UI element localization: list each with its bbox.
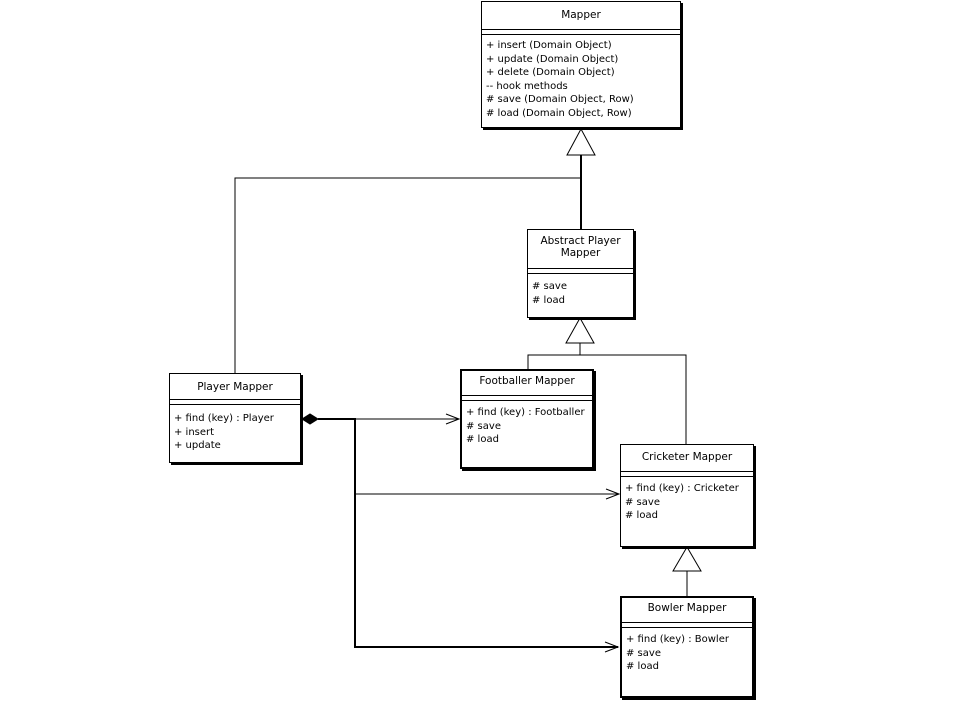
class-name: Footballer Mapper	[479, 375, 575, 387]
player-mapper-generalization	[234, 177, 581, 373]
attributes-compartment	[621, 471, 753, 477]
operation: + insert (Domain Object)	[486, 40, 612, 51]
class-cricketer-mapper[interactable]: Cricketer Mapper + find (key) : Crickete…	[620, 444, 754, 547]
class-player-mapper[interactable]: Player Mapper + find (key) : Player + in…	[169, 373, 301, 463]
attributes-compartment	[622, 622, 752, 628]
operation: # save	[532, 281, 567, 292]
operation: # save (Domain Object, Row)	[486, 94, 634, 105]
operations-compartment: + find (key) : Player + insert + update	[174, 412, 298, 453]
composition-diamond	[301, 413, 319, 425]
attributes-compartment	[482, 29, 680, 35]
operation: + find (key) : Cricketer	[625, 483, 739, 494]
operation: + insert	[174, 426, 215, 438]
class-footballer-mapper[interactable]: Footballer Mapper + find (key) : Footbal…	[460, 369, 594, 469]
abstract-player-mapper-generalization	[566, 127, 596, 229]
operations-compartment: + find (key) : Bowler # save # load	[626, 633, 750, 674]
bowler-generalization	[672, 546, 702, 596]
class-name-line: Mapper	[560, 247, 601, 259]
operation: + find (key) : Player	[174, 413, 274, 424]
arrow-to-bowler	[604, 641, 620, 653]
composition-associations	[301, 413, 621, 653]
arrow-to-footballer	[445, 413, 461, 425]
operation: # load	[625, 510, 658, 521]
operation: # save	[626, 647, 661, 659]
arrow-to-cricketer	[605, 488, 621, 500]
class-name-line: Abstract Player	[540, 235, 621, 247]
operations-compartment: # save # load	[532, 280, 631, 307]
attributes-compartment	[462, 395, 592, 401]
operation: # load	[626, 661, 659, 672]
operations-compartment: + insert (Domain Object) + update (Domai…	[486, 39, 678, 120]
attributes-compartment	[170, 399, 300, 405]
class-name: Bowler Mapper	[647, 602, 727, 614]
attributes-compartment	[528, 268, 633, 274]
operation: # save	[625, 496, 660, 508]
operation: + delete (Domain Object)	[486, 67, 615, 78]
operation: # load	[532, 294, 565, 306]
class-name: Cricketer Mapper	[641, 451, 733, 463]
operations-compartment: + find (key) : Footballer # save # load	[466, 406, 590, 447]
class-name: Abstract Player Mapper	[528, 230, 633, 259]
operation: # save	[466, 420, 501, 432]
class-bowler-mapper[interactable]: Bowler Mapper + find (key) : Bowler # sa…	[620, 596, 754, 698]
operation: + update (Domain Object)	[486, 53, 619, 65]
operation: + find (key) : Footballer	[466, 407, 585, 418]
footballer-cricketer-generalization	[527, 316, 687, 444]
operation: + update	[174, 440, 221, 451]
class-name: Player Mapper	[197, 381, 273, 393]
operation: -- hook methods	[486, 80, 568, 92]
operation: # load (Domain Object, Row)	[486, 107, 632, 119]
class-name: Mapper	[561, 9, 601, 21]
class-mapper[interactable]: Mapper + insert (Domain Object) + update…	[481, 1, 681, 128]
class-abstract-player-mapper[interactable]: Abstract Player Mapper # save # load	[527, 229, 634, 318]
operation: + find (key) : Bowler	[626, 634, 729, 645]
operation: # load	[466, 434, 499, 445]
operations-compartment: + find (key) : Cricketer # save # load	[625, 482, 751, 523]
